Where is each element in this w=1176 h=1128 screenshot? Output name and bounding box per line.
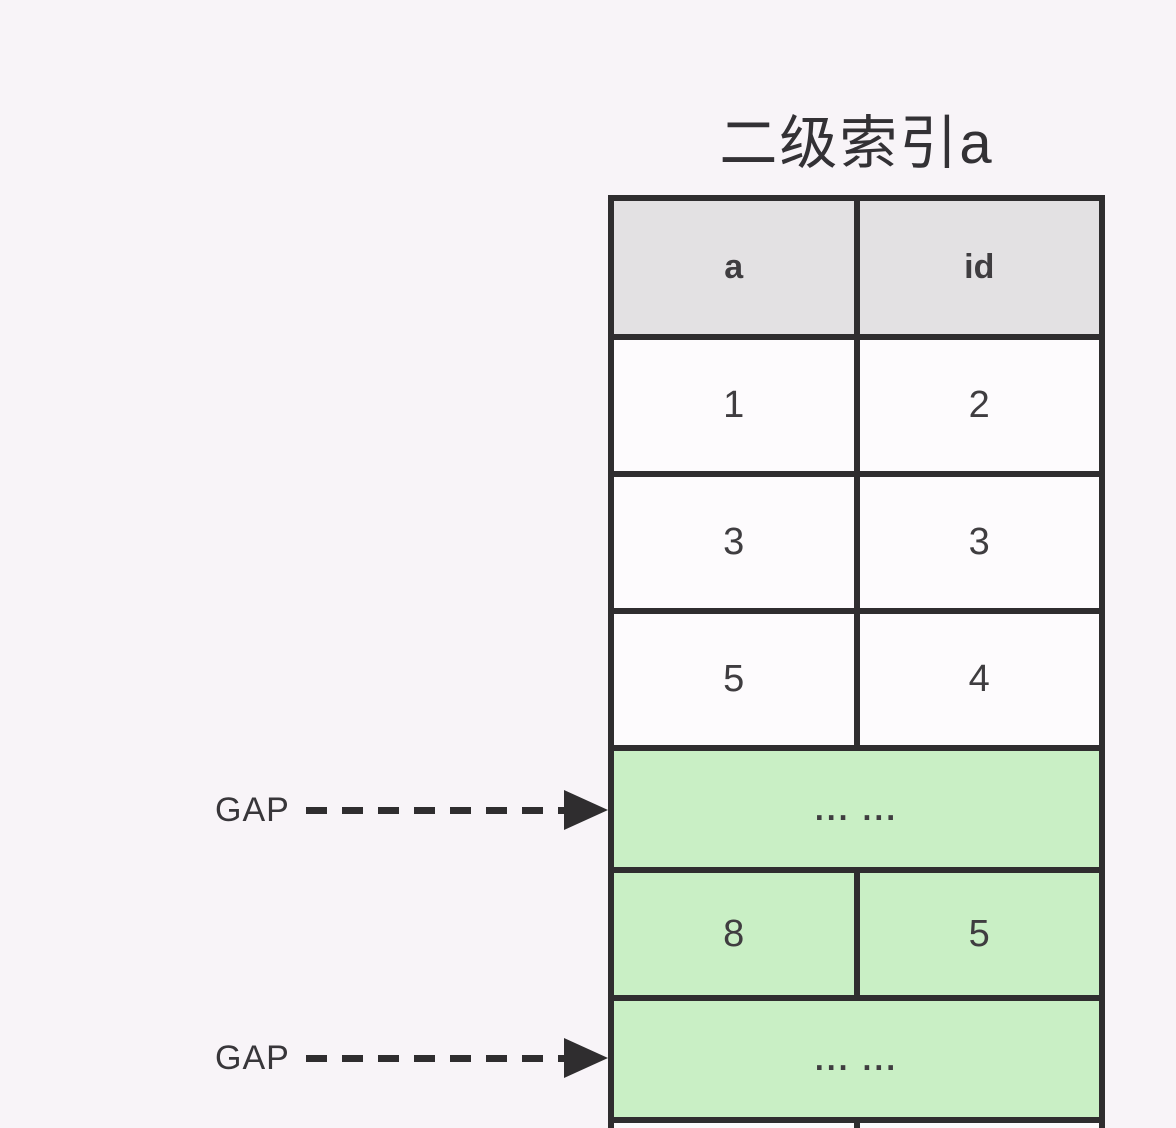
- gap-annotation-1: GAP: [215, 788, 608, 832]
- gap-label-2: GAP: [215, 1038, 290, 1077]
- dashed-arrow-line-2: [305, 1054, 564, 1062]
- cell-a: 8: [614, 873, 854, 995]
- diagram-title: 二级索引a: [719, 111, 994, 176]
- cell-a: 3: [614, 477, 854, 608]
- cell-id: 3: [853, 477, 1099, 608]
- cell-id: [853, 1123, 1099, 1128]
- cell-a: 1: [614, 340, 854, 471]
- header-cell-id: id: [853, 201, 1099, 334]
- cell-id: 4: [853, 614, 1099, 745]
- table-row: [614, 1117, 1099, 1128]
- gap-annotation-2: GAP: [215, 1036, 608, 1080]
- gap-row: ... ...: [614, 995, 1099, 1117]
- dashed-arrow-line-1: [305, 806, 564, 814]
- arrow-right-icon-1: [564, 790, 608, 830]
- arrow-right-icon-2: [564, 1038, 608, 1078]
- cell-a: 5: [614, 614, 854, 745]
- gap-row: ... ...: [614, 745, 1099, 867]
- gap-row-cell: ... ...: [614, 751, 1099, 867]
- header-cell-a: a: [614, 201, 854, 334]
- cell-id: 5: [853, 873, 1099, 995]
- gap-row-cell: ... ...: [614, 1001, 1099, 1117]
- cell-a: [614, 1123, 854, 1128]
- cell-id: 2: [853, 340, 1099, 471]
- gap-label-1: GAP: [215, 790, 290, 829]
